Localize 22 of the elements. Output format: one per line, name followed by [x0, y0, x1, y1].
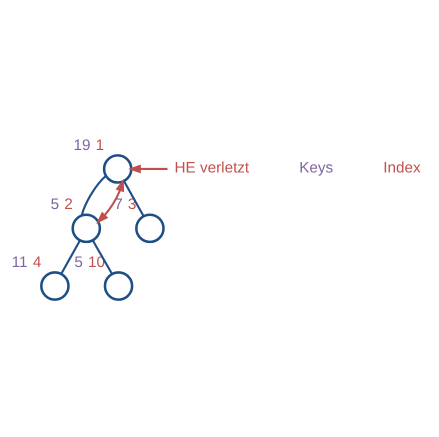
- label: Index: [383, 159, 421, 176]
- arrow: [128, 164, 168, 173]
- node-label: 5: [50, 196, 60, 213]
- node-label: 7: [114, 196, 123, 213]
- node-label: 4: [32, 253, 42, 270]
- node-circle: [104, 270, 134, 300]
- node-text: HE verletzt: [174, 159, 250, 176]
- connector: [123, 180, 144, 216]
- label: Keys: [299, 159, 334, 176]
- node-circle: [135, 212, 165, 243]
- node-label: 1: [96, 136, 104, 154]
- node-circle: [40, 270, 70, 300]
- arrow: [96, 178, 124, 224]
- connector: [92, 240, 113, 274]
- connector: [60, 240, 81, 274]
- node-circle: [102, 154, 133, 184]
- node-label: 2: [64, 196, 73, 213]
- node-label: 19: [74, 136, 91, 154]
- connector: [80, 174, 107, 216]
- node-label: 11: [12, 253, 28, 270]
- node-circle: [71, 212, 102, 243]
- node-label: 5: [74, 253, 83, 270]
